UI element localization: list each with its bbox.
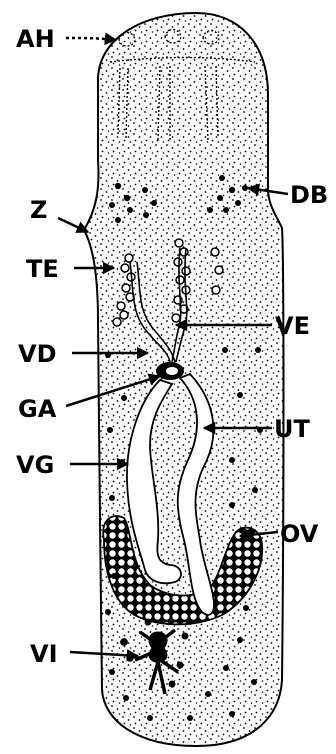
label-vg: VG [16,451,54,479]
label-db: DB [290,181,328,209]
label-ov: OV [280,520,319,548]
label-ga: GA [18,395,57,423]
label-vi: VI [30,640,58,668]
label-z: Z [30,196,47,224]
label-te: TE [26,255,59,283]
label-ut: UT [274,415,310,443]
label-ve: VE [275,312,310,340]
label-ah: AH [16,25,55,53]
label-vd: VD [18,340,57,368]
